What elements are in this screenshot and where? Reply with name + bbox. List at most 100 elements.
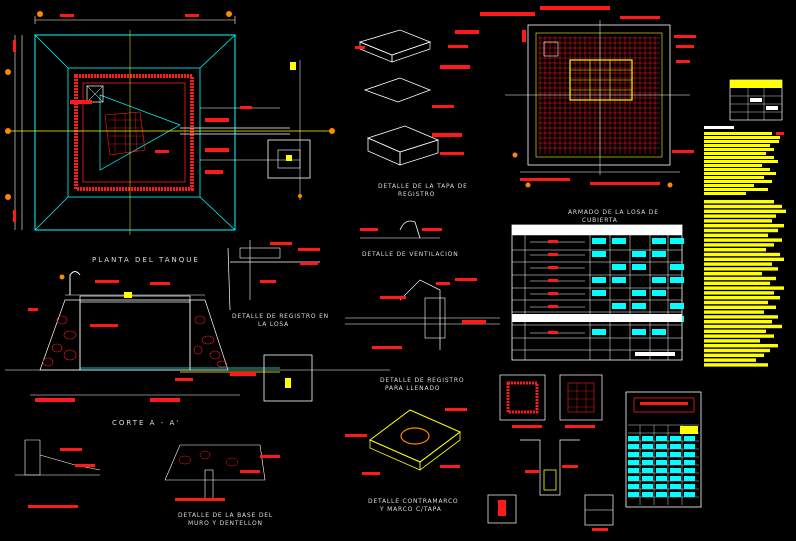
slab-registry-title-2: LA LOSA xyxy=(258,321,289,328)
table-cell xyxy=(642,444,653,449)
table-cell xyxy=(656,452,667,457)
table-cell xyxy=(628,460,639,465)
table-header xyxy=(512,225,682,235)
table-cell xyxy=(632,303,646,309)
table-cell xyxy=(670,492,681,497)
table-cell xyxy=(670,303,684,309)
table-cell xyxy=(632,329,646,335)
table-cell xyxy=(684,444,695,449)
table-cell xyxy=(642,452,653,457)
tank-plan-view: PLANTA DEL TANQUE xyxy=(5,11,335,264)
note-line xyxy=(704,252,780,257)
note-line xyxy=(704,238,782,242)
table-cell xyxy=(592,277,606,283)
note-line xyxy=(704,315,778,319)
table-cell xyxy=(652,251,666,257)
note-line xyxy=(704,281,770,285)
table-cell xyxy=(642,492,653,497)
table-cell xyxy=(670,460,681,465)
slab-registry-title-1: DETALLE DE REGISTRO EN xyxy=(232,313,329,320)
table-cell xyxy=(592,290,606,296)
note-line xyxy=(704,180,772,183)
note-line xyxy=(704,209,786,213)
table-cell xyxy=(642,468,653,473)
table-cell xyxy=(592,251,606,257)
note-line xyxy=(704,228,778,233)
note-line xyxy=(704,257,784,261)
table-cell xyxy=(670,468,681,473)
note-line xyxy=(704,156,774,159)
table-cell xyxy=(684,436,695,441)
lid-title-2: REGISTRO xyxy=(398,191,435,198)
bar-mark xyxy=(548,292,558,295)
frame-title-1: DETALLE CONTRAMARCO xyxy=(368,498,458,505)
note-line xyxy=(704,140,779,143)
table-cell xyxy=(632,290,646,296)
note-line xyxy=(704,300,768,305)
table-cell xyxy=(656,460,667,465)
table-cell xyxy=(652,290,666,296)
table-cell xyxy=(684,452,695,457)
fill-registry-title-2: PARA LLENADO xyxy=(385,385,440,392)
table-cell xyxy=(628,492,639,497)
registry-box-details xyxy=(487,374,614,531)
note-line xyxy=(704,172,776,175)
ventilation-title: DETALLE DE VENTILACION xyxy=(362,251,459,258)
bar-mark xyxy=(548,279,558,282)
note-line xyxy=(704,204,782,209)
lid-details: DETALLE DE LA TAPA DE REGISTRO xyxy=(355,29,479,198)
note-line xyxy=(704,188,768,191)
wall-base-title-1: DETALLE DE LA BASE DEL xyxy=(178,512,273,519)
table-cell xyxy=(684,476,695,481)
wall-base-details: DETALLE DE LA BASE DEL MURO Y DENTELLON xyxy=(15,439,280,527)
table-cell xyxy=(652,329,666,335)
ventilation-detail: DETALLE DE VENTILACION xyxy=(360,220,459,258)
plan-title: PLANTA DEL TANQUE xyxy=(92,256,200,264)
note-line xyxy=(704,291,774,295)
table-cell xyxy=(652,277,666,283)
note-line xyxy=(704,348,770,353)
note-line xyxy=(704,233,768,237)
note-line xyxy=(704,272,762,276)
note-line xyxy=(704,160,778,163)
note-line xyxy=(704,148,774,151)
table-cell xyxy=(670,436,681,441)
table-cell xyxy=(628,444,639,449)
table-band xyxy=(635,352,675,356)
bar-mark xyxy=(548,253,558,256)
table-cell xyxy=(670,264,684,270)
table-cell xyxy=(656,444,667,449)
note-line xyxy=(704,276,776,281)
frame-detail: DETALLE CONTRAMARCO Y MARCO C/TAPA xyxy=(345,408,467,513)
note-line xyxy=(704,329,766,333)
table-cell xyxy=(612,264,626,270)
bar-mark xyxy=(548,305,558,308)
table-cell xyxy=(656,484,667,489)
table-cell xyxy=(628,436,639,441)
note-line xyxy=(704,168,770,171)
table-cell xyxy=(628,468,639,473)
table-cell xyxy=(612,238,626,244)
table-cell xyxy=(670,476,681,481)
note-line xyxy=(704,144,770,147)
note-line xyxy=(704,132,772,135)
note-line xyxy=(704,152,766,155)
note-line xyxy=(704,176,764,179)
note-line xyxy=(704,339,760,343)
note-line xyxy=(704,286,784,290)
roof-slab-title-1: ARMADO DE LA LOSA DE xyxy=(568,209,659,216)
table-cell xyxy=(656,476,667,481)
table-cell xyxy=(632,264,646,270)
table-cell xyxy=(628,476,639,481)
bar-mark xyxy=(548,266,558,269)
note-line xyxy=(704,164,762,167)
note-line xyxy=(704,200,774,204)
note-line xyxy=(704,136,780,139)
note-line xyxy=(704,324,782,329)
table-cell xyxy=(684,460,695,465)
table-cell xyxy=(592,329,606,335)
note-line xyxy=(704,267,778,271)
note-line xyxy=(704,219,772,223)
quantity-table-small xyxy=(729,79,783,121)
